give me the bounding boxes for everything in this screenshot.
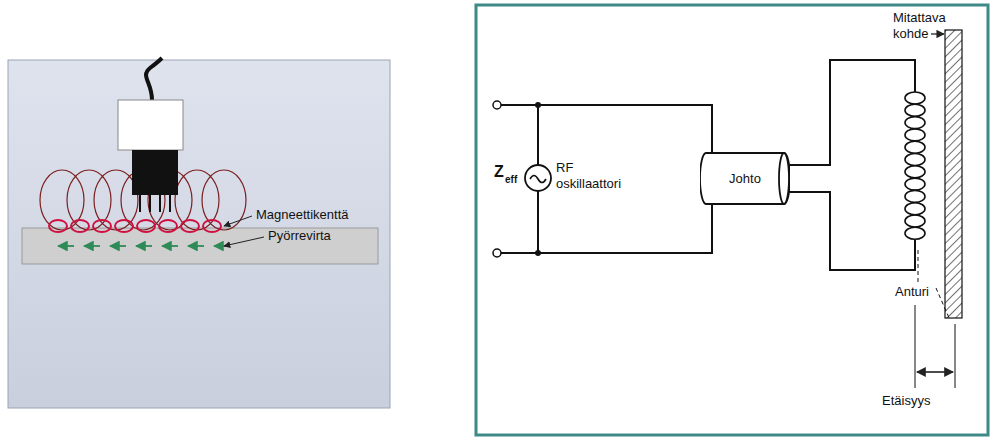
terminal <box>493 249 501 257</box>
junction-dot <box>535 250 541 256</box>
leader-line <box>936 288 950 320</box>
sensor-label: Anturi <box>895 284 929 300</box>
junction-dot <box>535 102 541 108</box>
leader-line <box>224 237 264 246</box>
eddy-current <box>49 220 221 232</box>
coil-windings <box>905 92 925 239</box>
leader-line <box>918 248 919 282</box>
node-text: Johto <box>700 171 790 187</box>
impedance-symbol: Z <box>494 163 504 181</box>
sensor-cable <box>146 58 162 100</box>
left-panel <box>8 60 390 408</box>
extension-line <box>915 305 916 388</box>
dimension-arrow <box>917 371 953 372</box>
sensor-pins <box>140 195 170 212</box>
leader-line <box>224 216 252 226</box>
right-panel <box>476 5 988 435</box>
impedance-subscript: eff <box>505 174 517 186</box>
metal-plate <box>22 228 378 264</box>
extension-line <box>955 324 956 388</box>
distance-label: Etäisyys <box>882 393 930 409</box>
eddy-arrows <box>58 246 230 247</box>
cable-cylinder: Johto <box>700 152 790 205</box>
sine-symbol <box>530 176 546 183</box>
oscillator-label: RF oskillaattori <box>556 160 641 192</box>
wires <box>501 60 915 270</box>
sensor-body <box>118 100 183 150</box>
target-plate <box>945 30 962 318</box>
eddy-label: Pyörrevirta <box>268 228 331 244</box>
field-label: Magneettikenttä <box>256 207 349 223</box>
sensor-head <box>132 150 178 195</box>
leader-line <box>931 33 944 34</box>
ac-source-symbol <box>525 165 551 191</box>
terminal <box>493 101 501 109</box>
target-label: Mitattava kohde <box>893 10 957 42</box>
